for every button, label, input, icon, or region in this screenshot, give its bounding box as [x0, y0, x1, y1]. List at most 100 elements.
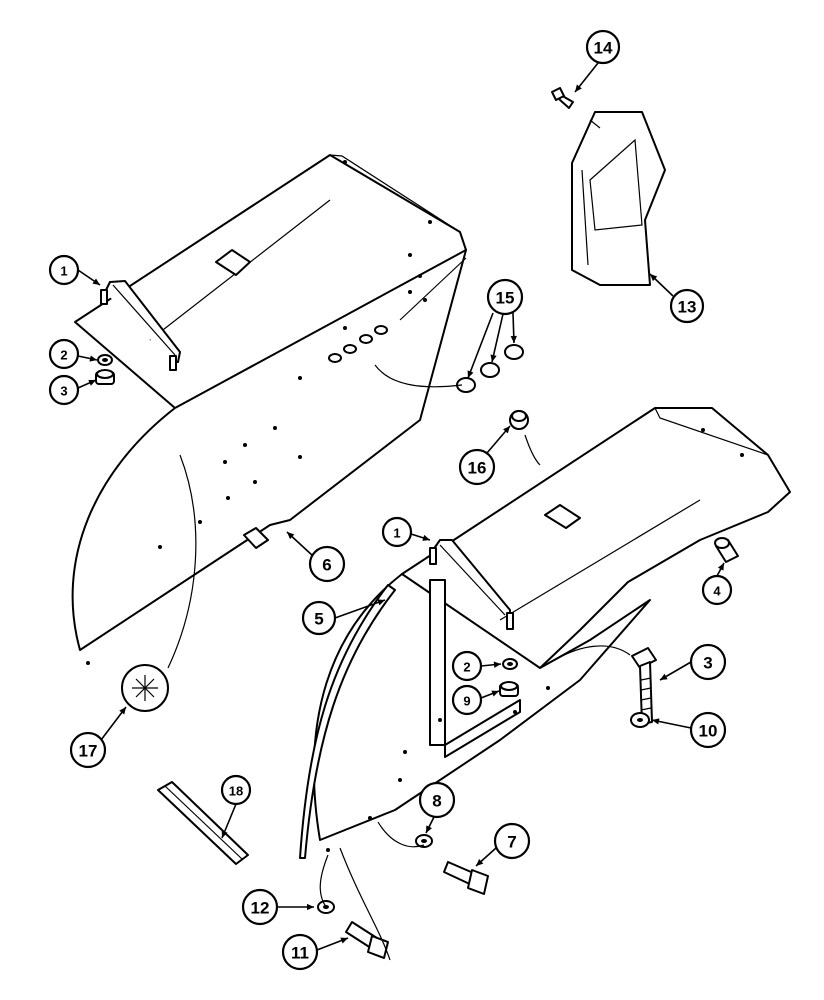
arrowhead-icon — [307, 903, 314, 911]
callout-circle — [585, 29, 621, 65]
bolt9-leader-curve — [554, 645, 631, 661]
washer-8 — [415, 834, 433, 848]
callout-circle — [451, 650, 483, 682]
plugs-15 — [456, 344, 524, 393]
callout-14: 14 — [574, 29, 621, 93]
callout-number: 12 — [251, 899, 270, 918]
handle-lower — [429, 539, 514, 630]
callout-number: 9 — [463, 694, 470, 709]
callout-9: 9 — [451, 684, 500, 716]
washer8-leader-curve — [377, 821, 425, 848]
arrowhead-icon — [491, 690, 499, 697]
callout-number: 5 — [314, 610, 323, 629]
callout-number: 18 — [229, 784, 243, 799]
callout-circle — [418, 781, 456, 819]
callout-number: 3 — [703, 654, 712, 673]
callout-7: 7 — [475, 822, 531, 867]
screw-leader — [589, 119, 601, 129]
arrowhead-icon — [88, 379, 96, 386]
plug-16 — [509, 410, 529, 430]
callout-number: 17 — [79, 742, 98, 761]
callout-circle — [220, 774, 252, 806]
arrowhead-icon — [287, 532, 295, 540]
callout-number: 2 — [463, 660, 470, 675]
callout-number: 14 — [594, 39, 613, 58]
callout-13: 13 — [649, 273, 705, 324]
panel-13 — [571, 111, 666, 286]
callout-number: 7 — [507, 833, 516, 852]
arrowhead-icon — [426, 825, 432, 833]
arrowhead-icon — [510, 335, 517, 343]
washer12-leader-curve — [319, 854, 329, 908]
callout-3: 3 — [659, 643, 727, 681]
callout-3: 3 — [48, 374, 97, 406]
callout-circle — [308, 545, 346, 583]
callout-circle — [701, 574, 733, 606]
callout-circle — [486, 278, 524, 316]
nut-upper — [95, 369, 115, 385]
arrowhead-icon — [490, 354, 497, 362]
emblem-leader-curve — [167, 454, 197, 669]
callout-circle — [493, 822, 531, 860]
callout-2: 2 — [48, 338, 98, 370]
callout-circle — [48, 254, 80, 286]
arrowhead-icon — [652, 718, 660, 725]
arrowhead-icon — [89, 355, 97, 362]
callout-number: 13 — [678, 298, 697, 317]
callout-1: 1 — [48, 254, 101, 286]
arrowhead-icon — [377, 599, 385, 606]
callout-circle — [669, 288, 705, 324]
emblem — [121, 664, 169, 712]
lock-washer-10 — [630, 712, 650, 728]
callout-number: 8 — [432, 792, 441, 811]
callout-1: 1 — [381, 516, 431, 548]
callout-11: 11 — [281, 933, 349, 971]
callout-12: 12 — [241, 888, 314, 926]
arrowhead-icon — [476, 858, 484, 866]
callout-number: 10 — [699, 722, 718, 741]
callout-leader-line — [334, 599, 386, 619]
callout-circle — [689, 643, 727, 681]
right-fender — [299, 407, 791, 859]
callout-leader-line — [467, 312, 494, 379]
arrowhead-icon — [467, 370, 474, 378]
callout-number: 3 — [60, 384, 67, 399]
bolt11-leader-curve — [339, 847, 391, 961]
callout-number: 2 — [60, 348, 67, 363]
callout-circle — [48, 338, 80, 370]
arrowhead-icon — [660, 673, 668, 680]
callout-circle — [301, 600, 337, 636]
callout-number: 16 — [468, 459, 487, 478]
screw-14 — [551, 87, 574, 109]
plug-leader-curve — [374, 364, 463, 388]
callout-circle — [48, 374, 80, 406]
arrowhead-icon — [422, 534, 430, 541]
handle-upper — [100, 280, 181, 371]
arrowhead-icon — [575, 84, 582, 92]
washer-lower — [502, 658, 518, 670]
callout-2: 2 — [451, 650, 502, 682]
arrowhead-icon — [340, 937, 348, 944]
callout-circle — [458, 448, 496, 486]
washer-upper — [97, 354, 113, 366]
callout-circle — [281, 933, 319, 971]
plug16-leader-curve — [524, 434, 541, 466]
rubber-strip-18 — [157, 781, 249, 865]
callout-10: 10 — [651, 711, 727, 749]
bolt-9 — [631, 647, 657, 725]
callout-4: 4 — [701, 562, 733, 606]
callout-17: 17 — [69, 706, 127, 769]
arrowhead-icon — [119, 707, 126, 715]
callout-8: 8 — [418, 781, 456, 834]
arrowhead-icon — [92, 278, 100, 285]
callout-circle — [689, 711, 727, 749]
arrowhead-icon — [503, 426, 510, 434]
callout-circle — [381, 516, 413, 548]
arrowhead-icon — [221, 830, 228, 838]
callout-number: 4 — [713, 584, 721, 599]
callout-number: 15 — [496, 289, 515, 308]
callout-number: 1 — [60, 264, 67, 279]
callout-5: 5 — [301, 599, 386, 636]
